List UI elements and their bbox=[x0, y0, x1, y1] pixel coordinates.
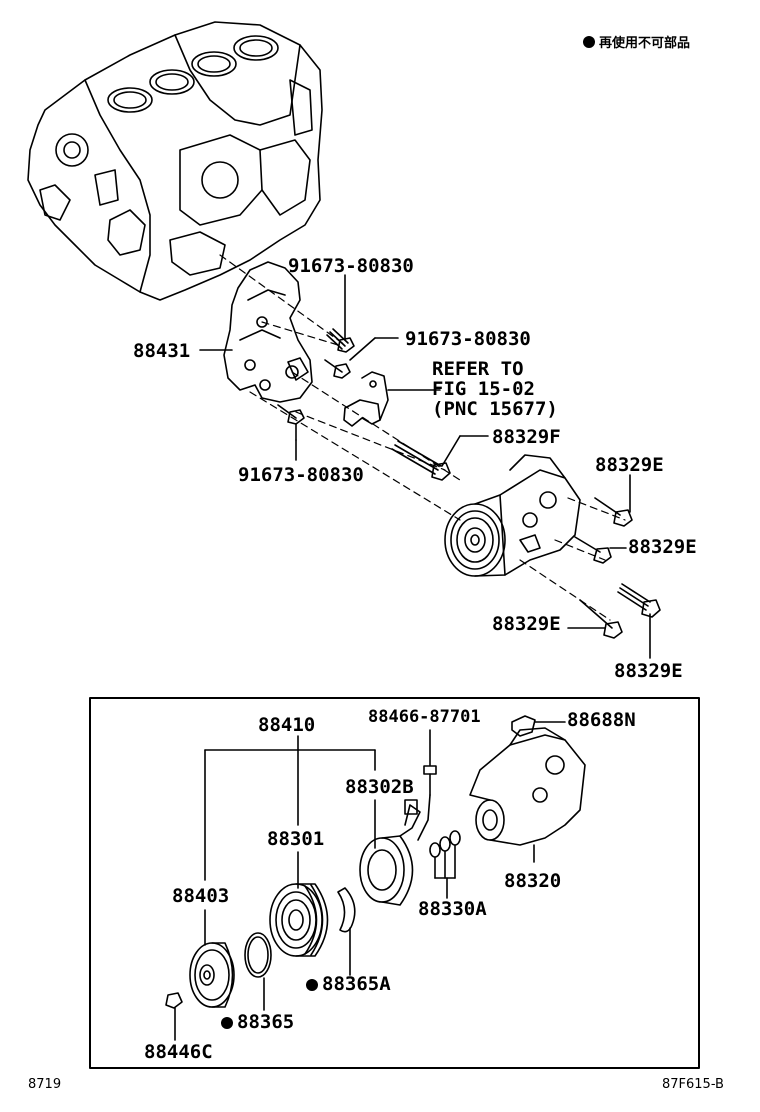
label-88410: 88410 bbox=[258, 714, 316, 736]
bolt-88446C bbox=[165, 992, 183, 1041]
compressor-bracket-88431 bbox=[223, 261, 313, 403]
bolt-88329F bbox=[391, 440, 451, 481]
label-91673-bottom: 91673-80830 bbox=[238, 464, 364, 486]
bolt-91673-top bbox=[326, 328, 355, 353]
bolt-88329E-1 bbox=[594, 497, 633, 527]
label-88365A: 88365A bbox=[306, 975, 391, 994]
label-91673-top: 91673-80830 bbox=[288, 255, 414, 277]
label-88466: 88466-87701 bbox=[368, 707, 481, 727]
legend-text: 再使用不可部品 bbox=[599, 36, 691, 51]
shims-88330A bbox=[429, 830, 461, 899]
label-88365: 88365 bbox=[221, 1013, 294, 1032]
bolt-91673-bottom bbox=[277, 404, 305, 441]
label-refer-2: FIG 15-02 bbox=[432, 378, 535, 400]
detail-frame bbox=[89, 697, 700, 1069]
clutch-plate-88403 bbox=[189, 942, 235, 1008]
cap-88688N bbox=[511, 715, 566, 737]
footer-left-code: 8719 bbox=[28, 1077, 62, 1092]
label-88301: 88301 bbox=[267, 828, 325, 850]
screw-88466 bbox=[423, 729, 437, 796]
clip-bracket bbox=[343, 371, 389, 427]
label-88403: 88403 bbox=[172, 885, 230, 907]
bolt-88329E-2 bbox=[574, 536, 612, 564]
label-88320: 88320 bbox=[504, 870, 562, 892]
label-88329E-4: 88329E bbox=[614, 660, 683, 682]
label-91673-mid: 91673-80830 bbox=[405, 328, 531, 350]
field-coil-88302B bbox=[359, 794, 431, 906]
pulley-88301 bbox=[269, 883, 329, 957]
label-88446C: 88446C bbox=[144, 1041, 213, 1063]
non-reusable-dot-icon bbox=[306, 979, 318, 991]
label-88329E-1: 88329E bbox=[595, 454, 664, 476]
bolt-88329E-4 bbox=[617, 583, 661, 618]
label-88302B: 88302B bbox=[345, 776, 414, 798]
label-88329E-3: 88329E bbox=[492, 613, 561, 635]
bolt-88329E-3 bbox=[579, 599, 623, 639]
non-reusable-dot-icon bbox=[221, 1017, 233, 1029]
ac-compressor-top bbox=[444, 454, 581, 577]
label-88330A: 88330A bbox=[418, 898, 487, 920]
engine-block-illustration bbox=[27, 21, 323, 301]
compressor-body-88320 bbox=[469, 727, 586, 863]
label-refer-3: (PNC 15677) bbox=[432, 398, 558, 420]
label-88329F: 88329F bbox=[492, 426, 561, 448]
shim-88365 bbox=[244, 932, 272, 1011]
bolt-91673-mid bbox=[324, 359, 351, 379]
legend-non-reusable: 再使用不可部品 bbox=[583, 32, 690, 51]
label-88688N: 88688N bbox=[567, 709, 636, 731]
non-reusable-dot-icon bbox=[583, 36, 595, 48]
footer-right-code: 87F615-B bbox=[662, 1077, 724, 1092]
label-refer-1: REFER TO bbox=[432, 358, 524, 380]
snap-ring-88365A bbox=[337, 887, 356, 976]
label-88329E-2: 88329E bbox=[628, 536, 697, 558]
label-88431: 88431 bbox=[133, 340, 191, 362]
